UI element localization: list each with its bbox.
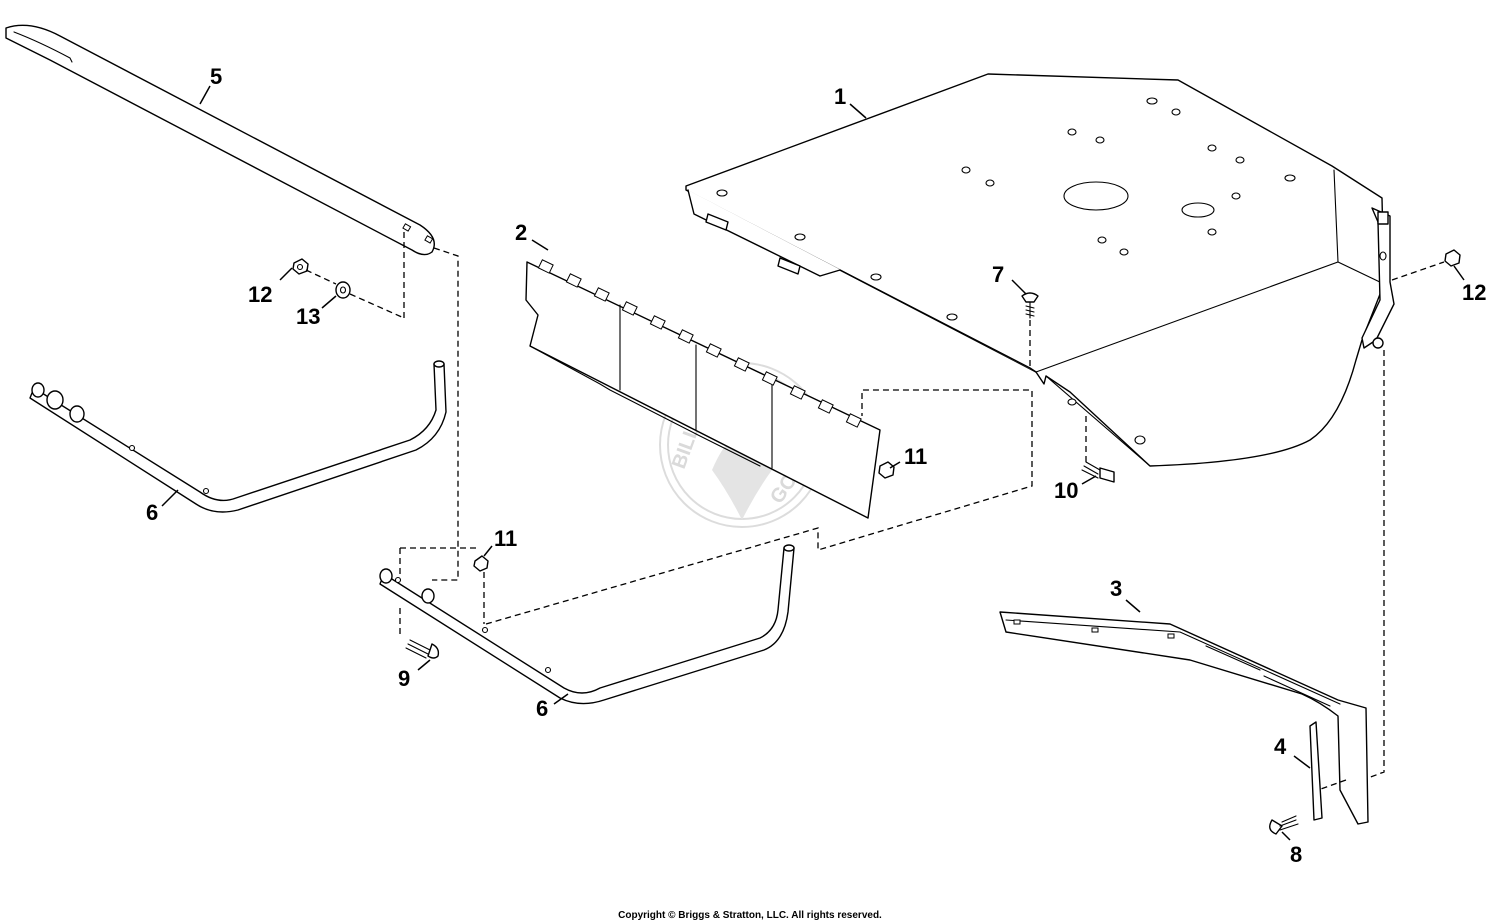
callout-13: 13	[296, 304, 320, 329]
comb-teeth	[537, 259, 862, 428]
part-6-lower-handle-center	[379, 544, 795, 705]
part-1-base-plate	[685, 73, 1395, 467]
callout-11-right: 11	[904, 444, 927, 469]
part-12-nut-right	[1444, 249, 1461, 267]
callout-2: 2	[515, 220, 527, 245]
callout-9: 9	[398, 666, 410, 691]
callout-4: 4	[1274, 734, 1287, 759]
part-7-carriage-bolt	[1021, 292, 1039, 319]
callout-11-center: 11	[494, 526, 517, 551]
leader-lines	[161, 85, 1465, 841]
part-11-nut-right	[878, 461, 895, 479]
part-5-upper-handle	[5, 24, 435, 256]
part-3-lower-bracket	[999, 611, 1369, 825]
part-9-bolt	[405, 639, 440, 659]
part-2-deflector-comb	[525, 259, 881, 519]
callout-7: 7	[992, 262, 1004, 287]
part-13-washer	[335, 281, 351, 299]
callout-labels: 5 1 2 7 12 13 12 11 10 6 11 9 6 3 4 8	[146, 64, 1486, 867]
part-11-nut-center	[473, 555, 489, 572]
callout-5: 5	[210, 64, 222, 89]
callout-3: 3	[1110, 576, 1122, 601]
copyright-notice: Copyright © Briggs & Stratton, LLC. All …	[618, 910, 882, 921]
callout-12-left: 12	[248, 282, 272, 307]
base-plate-holes	[716, 97, 1296, 445]
part-4-plate	[1309, 721, 1323, 821]
callout-1: 1	[834, 84, 846, 109]
callout-8: 8	[1290, 842, 1302, 867]
callout-6-left: 6	[146, 500, 158, 525]
part-8-bolt	[1269, 815, 1299, 835]
part-6-lower-handle-left	[29, 360, 447, 513]
assembly-dashed-lines	[305, 232, 1445, 791]
part-10-bolt	[1081, 461, 1115, 483]
part-12-nut-left	[292, 258, 309, 275]
callout-12-right: 12	[1462, 280, 1486, 305]
callout-6-center: 6	[536, 696, 548, 721]
callout-10: 10	[1054, 478, 1078, 503]
